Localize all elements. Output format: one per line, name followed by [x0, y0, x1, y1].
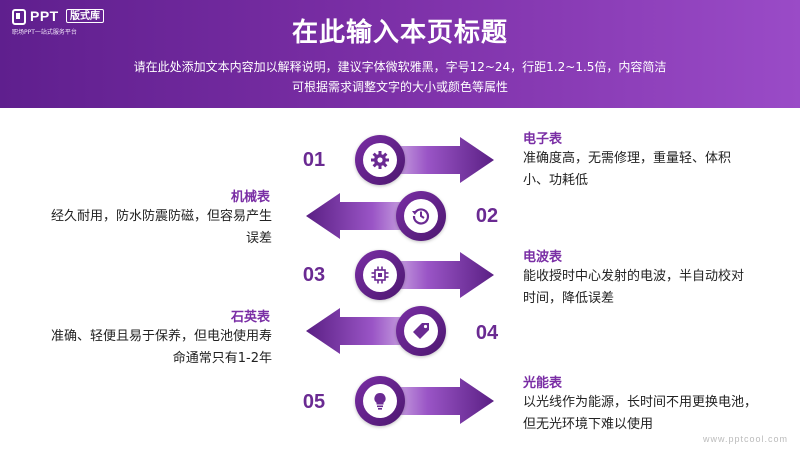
item-number: 05	[302, 391, 326, 413]
arrow-left	[306, 193, 427, 239]
item-title: 电子表	[523, 132, 563, 147]
icon-badge	[396, 306, 446, 356]
item-title: 光能表	[523, 376, 563, 391]
icon-badge	[355, 250, 405, 300]
logo-word: PPT	[30, 8, 59, 24]
subtitle-line-1: 请在此处添加文本内容加以解释说明，建议字体微软雅黑，字号12~24，行距1.2~…	[133, 60, 667, 74]
gear-icon	[371, 151, 389, 169]
item-description: 准确度高，无需修理，重量轻、体积小、功耗低	[523, 151, 732, 188]
icon-badge	[355, 135, 405, 185]
arrow-right	[373, 252, 494, 298]
item-description: 准确、轻便且易于保养，但电池使用寿命通常只有1-2年	[50, 329, 272, 366]
item-title: 机械表	[230, 190, 270, 205]
logo-badge: 版式库	[66, 9, 104, 23]
item-description: 经久耐用，防水防震防磁，但容易产生误差	[50, 209, 272, 246]
watermark: www.pptcool.com	[702, 434, 788, 444]
item-description: 以光线作为能源，长时间不用更换电池，但无光环境下难以使用	[523, 395, 758, 432]
icon-badge	[396, 191, 446, 241]
chip-icon	[371, 266, 389, 284]
arrow-right	[373, 137, 494, 183]
arrow-left	[306, 308, 427, 354]
page-title: 在此输入本页标题	[291, 18, 508, 48]
logo-tagline: 职场PPT一站式服务平台	[12, 29, 77, 36]
logo-icon	[12, 9, 26, 25]
arrow-right	[373, 378, 494, 424]
header-banner: PPT 版式库 职场PPT一站式服务平台 在此输入本页标题 请在此处添加文本内容…	[0, 0, 800, 108]
item-number: 01	[302, 149, 326, 171]
item-title: 电波表	[523, 250, 563, 265]
icon-badge	[355, 376, 405, 426]
item-description: 能收授时中心发射的电波，半自动校对时间，降低误差	[523, 269, 745, 306]
history-icon	[412, 208, 430, 225]
item-title: 石英表	[230, 310, 270, 325]
item-number: 03	[302, 264, 326, 286]
lightbulb-icon	[374, 392, 386, 410]
subtitle-line-2: 可根据需求调整文字的大小或颜色等属性	[291, 80, 508, 94]
item-number: 02	[475, 205, 499, 227]
tag-icon	[413, 323, 429, 339]
item-number: 04	[475, 322, 499, 344]
